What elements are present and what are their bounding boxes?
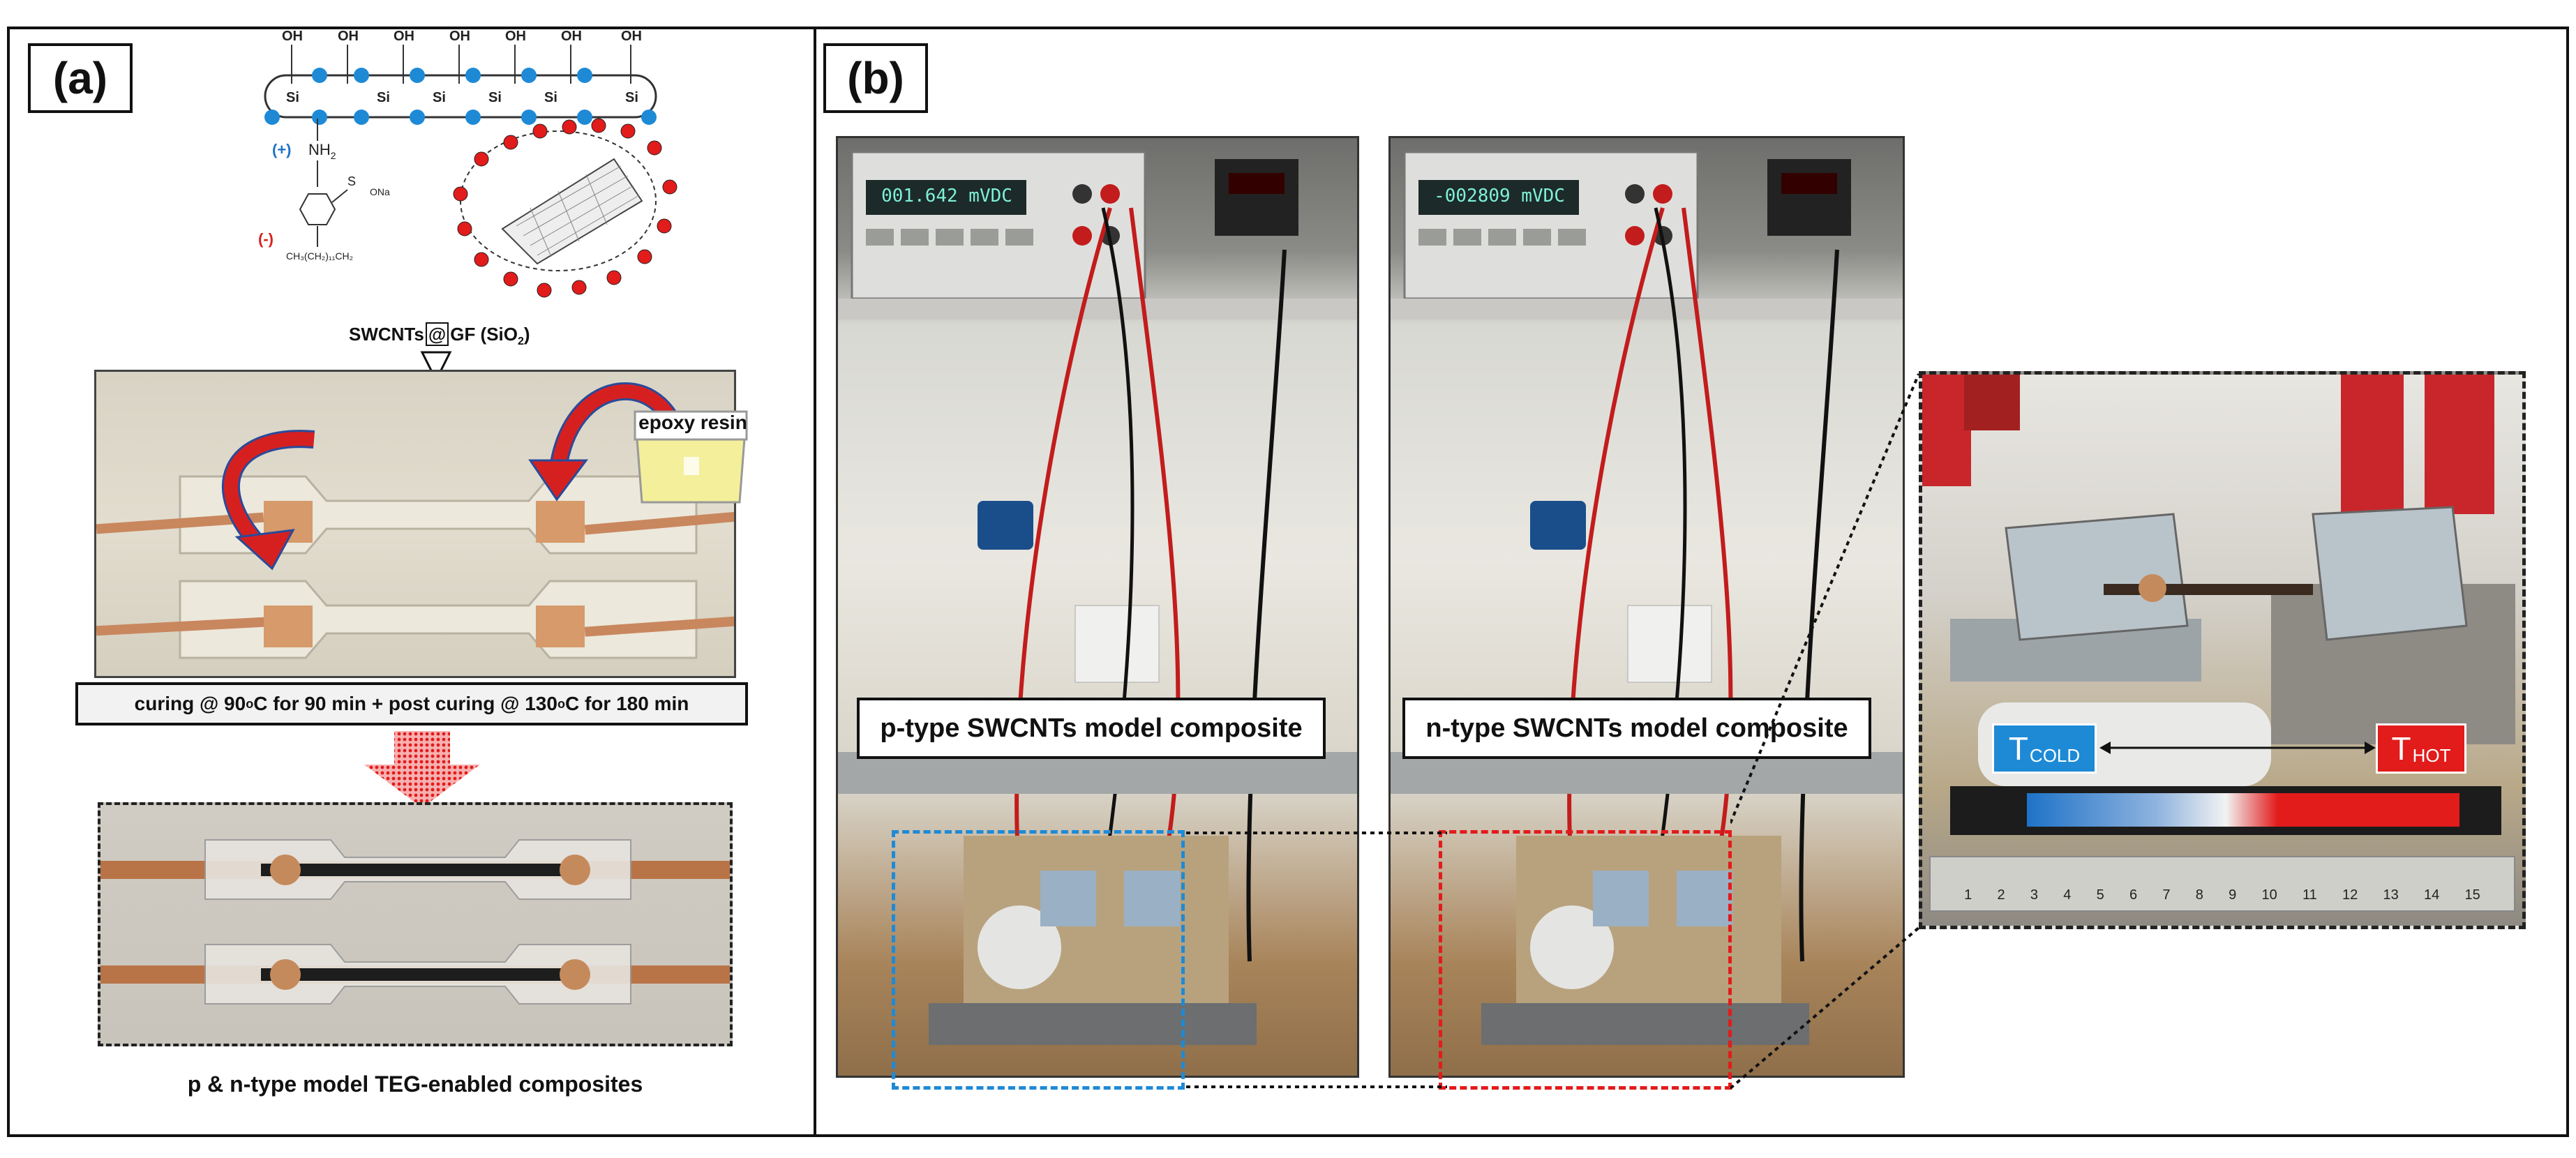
minus-label: (-) (258, 230, 274, 248)
plus-label: (+) (272, 141, 292, 158)
caption-p-type: p-type SWCNTs model composite (857, 698, 1326, 759)
ruler-tick: 8 (2195, 887, 2203, 903)
ruler-tick: 12 (2342, 887, 2358, 903)
ruler-tick: 13 (2383, 887, 2399, 903)
si-label: Si (433, 90, 446, 105)
temperature-gradient-bar (2027, 793, 2459, 827)
ruler-tick: 10 (2261, 887, 2277, 903)
down-arrow-icon (420, 351, 452, 383)
molecule-schematic: OH OH OH OH OH OH OH Si Si Si Si Si Si (… (258, 29, 677, 298)
ruler-tick: 6 (2129, 887, 2138, 903)
ruler-tick: 15 (2464, 887, 2480, 903)
caption-n-type: n-type SWCNTs model composite (1402, 698, 1871, 759)
connector-lines (1186, 832, 1447, 1088)
epoxy-resin-label: epoxy resin (638, 412, 747, 433)
panel-a-label: (a) (28, 43, 133, 113)
ruler-tick: 5 (2096, 887, 2104, 903)
chain-label: CH₃(CH₂)₁₁CH₂ (286, 250, 353, 262)
ruler-tick: 2 (1997, 887, 2005, 903)
si-label: Si (488, 90, 502, 105)
epoxy-beaker-icon (634, 410, 748, 504)
composites-photo (98, 802, 733, 1046)
si-label: Si (544, 90, 557, 105)
ruler-tick: 3 (2030, 887, 2038, 903)
panel-b-label: (b) (823, 43, 928, 113)
ruler-tick: 9 (2229, 887, 2237, 903)
meter-readout-right: -002809 mVDC (1434, 186, 1565, 206)
process-arrow-icon (364, 731, 480, 808)
oh-groups: OH OH OH OH OH OH OH (282, 29, 642, 44)
ruler: 1 2 3 4 5 6 7 8 9 10 11 12 13 14 15 (1929, 856, 2515, 912)
oh-label: OH (505, 29, 526, 44)
oh-label: OH (282, 29, 303, 44)
meter-readout-left: 001.642 mVDC (881, 186, 1012, 206)
ruler-tick: 1 (1964, 887, 1972, 903)
highlight-box-red (1439, 830, 1732, 1090)
setup-photo-left: 001.642 mVDC (836, 136, 1359, 1078)
ruler-tick: 4 (2063, 887, 2072, 903)
nh2-label: NH2 (308, 141, 336, 161)
oh-label: OH (561, 29, 582, 44)
si-label: Si (625, 90, 638, 105)
oh-label: OH (338, 29, 359, 44)
si-label: Si (286, 90, 299, 105)
zoom-lines (1730, 373, 1920, 1090)
oh-label: OH (394, 29, 414, 44)
highlight-box-blue (892, 830, 1185, 1090)
swcnt-gf-label: SWCNTs@GF (SiO2) (349, 322, 530, 348)
double-arrow-icon (2099, 742, 2376, 754)
so3-label: S (347, 174, 356, 188)
panel-b (814, 27, 2569, 1137)
panel-a-bottom-caption: p & n-type model TEG-enabled composites (187, 1071, 643, 1097)
mould-photo (94, 370, 736, 678)
ruler-tick: 11 (2302, 887, 2317, 903)
oh-label: OH (621, 29, 642, 44)
oh-label: OH (449, 29, 470, 44)
ruler-tick: 14 (2424, 887, 2440, 903)
si-label: Si (377, 90, 390, 105)
setup-photo-right: -002809 mVDC (1388, 136, 1905, 1078)
nanotube-icon (453, 118, 677, 298)
ruler-tick: 7 (2162, 887, 2171, 903)
red-arrow-left-icon (221, 430, 315, 571)
ona-label: ONa (370, 186, 390, 197)
